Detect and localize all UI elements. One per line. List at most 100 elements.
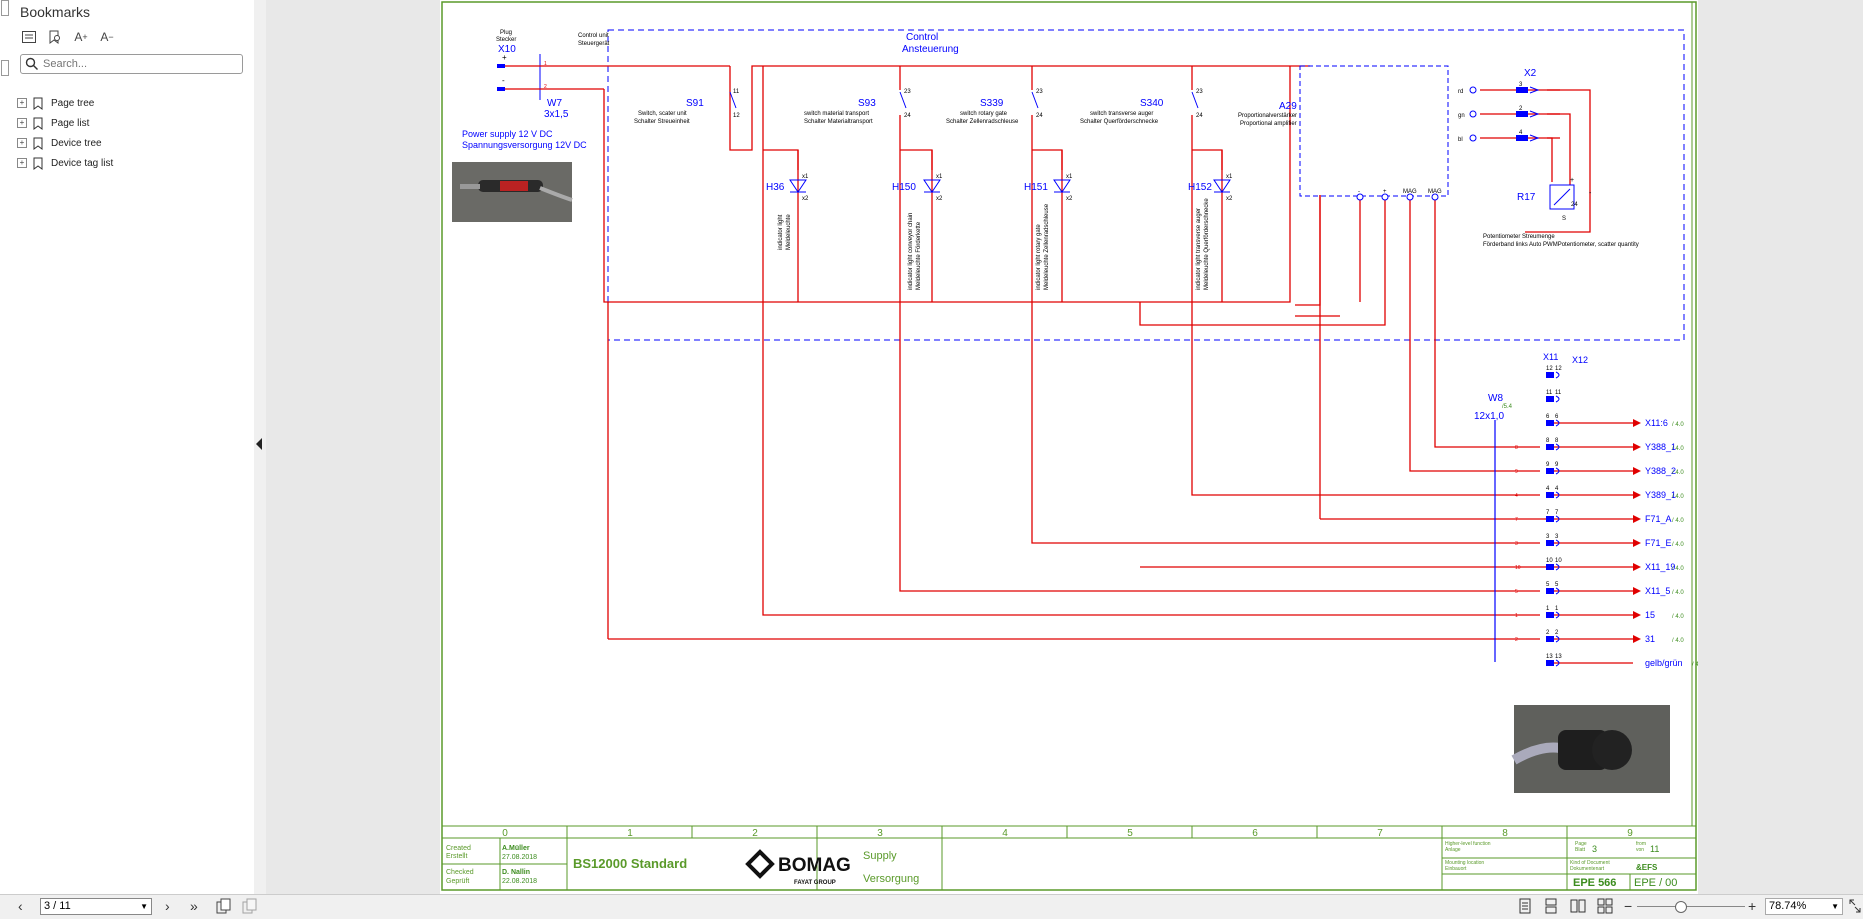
cable-ref: /5.4 — [1502, 404, 1513, 410]
search-input[interactable] — [43, 58, 233, 70]
pot-desc: Förderband links Auto PWMPotentiometer, … — [1483, 242, 1639, 248]
amp-desc: Proportionalverstärker — [1238, 113, 1297, 119]
amp-tag: A29 — [1279, 101, 1297, 112]
single-page-view-icon[interactable] — [1517, 898, 1533, 914]
tb-label: Higher-level function — [1445, 841, 1491, 847]
font-increase-icon[interactable]: A+ — [74, 30, 88, 44]
terminal-socket — [1555, 467, 1560, 475]
switch-tag: S91 — [686, 98, 704, 109]
connector-x2: X2 3 2 4 — [1480, 68, 1540, 142]
zoom-slider[interactable] — [1637, 906, 1745, 907]
zoom-slider-handle[interactable] — [1675, 901, 1687, 913]
control-unit-box — [607, 29, 1685, 341]
panel-tab-marker[interactable] — [1, 0, 9, 16]
bookmark-tree: + Page tree + Page list + Device tree + … — [17, 93, 113, 173]
zoom-selector[interactable]: 78.74% ▼ — [1765, 898, 1843, 915]
pot-desc: Potentiometer Streumenge — [1483, 234, 1555, 240]
panel-tab-marker[interactable] — [1, 60, 9, 76]
amp-pin: MAG — [1428, 189, 1442, 195]
continuous-view-icon[interactable] — [1543, 898, 1559, 914]
lamp-h150: H150 x1 x2 indicator light conveyor chai… — [892, 174, 943, 290]
fit-page-icon[interactable] — [1848, 898, 1863, 914]
prev-page-icon[interactable]: ‹ — [18, 898, 23, 914]
zoom-in-icon[interactable]: + — [1748, 898, 1757, 914]
terminal-ref: / 4.0 — [1672, 422, 1684, 428]
terminal-target: Y388_1 — [1645, 442, 1676, 452]
tree-item-device-tag-list[interactable]: + Device tag list — [17, 153, 113, 173]
lamp-tag: H151 — [1024, 182, 1048, 193]
plug-plus: + — [502, 53, 507, 62]
page-selector[interactable]: 3 / 11 ▼ — [40, 898, 152, 915]
next-page-icon[interactable]: › — [165, 898, 170, 914]
expand-icon[interactable]: + — [17, 98, 27, 108]
terminal-target: X11_5 — [1645, 586, 1670, 596]
terminal-socket — [1555, 539, 1560, 547]
terminal-target: 15 — [1645, 610, 1655, 620]
lamp-h36: H36 x1 x2 indicator light Meldeleuchte — [766, 174, 809, 250]
paste-page-icon[interactable] — [242, 898, 258, 914]
switch-terminal: 12 — [733, 113, 740, 119]
wire-number: 8 — [1515, 445, 1518, 451]
copy-page-icon[interactable] — [216, 898, 232, 914]
control-unit-label: Control unit — [578, 33, 609, 39]
two-page-continuous-view-icon[interactable] — [1597, 898, 1613, 914]
terminal-ref: / 4.0 — [1692, 662, 1698, 668]
lamp-desc: indicator light conveyor chain — [908, 213, 914, 290]
terminal-num: 5 — [1555, 582, 1559, 588]
tree-item-device-tree[interactable]: + Device tree — [17, 133, 113, 153]
collapse-panel-icon[interactable] — [256, 438, 262, 450]
tb-title-de: Versorgung — [863, 873, 919, 885]
amp-desc: Proportional amplifier — [1240, 121, 1297, 127]
switch-terminal: 11 — [733, 89, 740, 95]
bookmark-icon — [33, 137, 43, 150]
document-viewer[interactable]: 0 1 2 3 4 5 6 7 8 9 Control unit Steuerg… — [266, 0, 1863, 894]
switch-terminal: 23 — [1036, 89, 1043, 95]
pot-plus: + — [1570, 177, 1574, 184]
page-indicator: 3 / 11 — [44, 900, 71, 912]
switch-desc: switch material transport — [804, 111, 869, 117]
terminal-num: 11 — [1555, 390, 1562, 396]
terminal-ref: / 4.0 — [1672, 542, 1684, 548]
amplifier-a29: A29 Proportionalverstärker Proportional … — [1238, 65, 1477, 201]
terminal-num: 1 — [1555, 606, 1559, 612]
lamp-desc: Meldeleuchte Zellenradschleuse — [1044, 203, 1050, 290]
terminal-pin — [1546, 612, 1554, 618]
list-icon[interactable] — [20, 28, 38, 46]
expand-icon[interactable]: + — [17, 118, 27, 128]
terminal-num: 3 — [1546, 534, 1550, 540]
tb-label: Einbauort — [1445, 866, 1467, 872]
tree-item-label: Page list — [51, 117, 90, 129]
lamp-tag: H152 — [1188, 182, 1212, 193]
terminal-num: 10 — [1555, 558, 1562, 564]
bookmark-search-icon[interactable] — [46, 28, 64, 46]
terminal-pin — [1546, 420, 1554, 426]
switch-s93: S93 23 24 switch material transport Scha… — [804, 89, 911, 125]
lamp-tag: H150 — [892, 182, 916, 193]
terminal-target: Y389_1 — [1645, 490, 1676, 500]
zoom-out-icon[interactable]: − — [1624, 898, 1633, 914]
terminal-ref: / 4.0 — [1672, 518, 1684, 524]
terminal-target: gelb/grün — [1645, 658, 1683, 668]
font-decrease-icon[interactable]: A− — [100, 30, 114, 44]
wire-number: 9 — [1515, 469, 1518, 475]
terminal-num: 5 — [1546, 582, 1550, 588]
expand-icon[interactable]: + — [17, 138, 27, 148]
last-page-icon[interactable]: » — [190, 898, 198, 914]
expand-icon[interactable]: + — [17, 158, 27, 168]
two-page-view-icon[interactable] — [1570, 898, 1586, 914]
lamp-terminal: x2 — [1066, 196, 1073, 202]
tree-item-label: Device tag list — [51, 157, 114, 169]
terminal-num: 8 — [1555, 438, 1559, 444]
wire-number: 2 — [1515, 637, 1518, 643]
tb-label: Mounting location — [1445, 860, 1484, 866]
tree-item-page-tree[interactable]: + Page tree — [17, 93, 113, 113]
lamp-terminal: x2 — [1226, 196, 1233, 202]
tree-item-page-list[interactable]: + Page list — [17, 113, 113, 133]
pot-s: S — [1562, 216, 1566, 222]
switch-tag: S339 — [980, 98, 1004, 109]
